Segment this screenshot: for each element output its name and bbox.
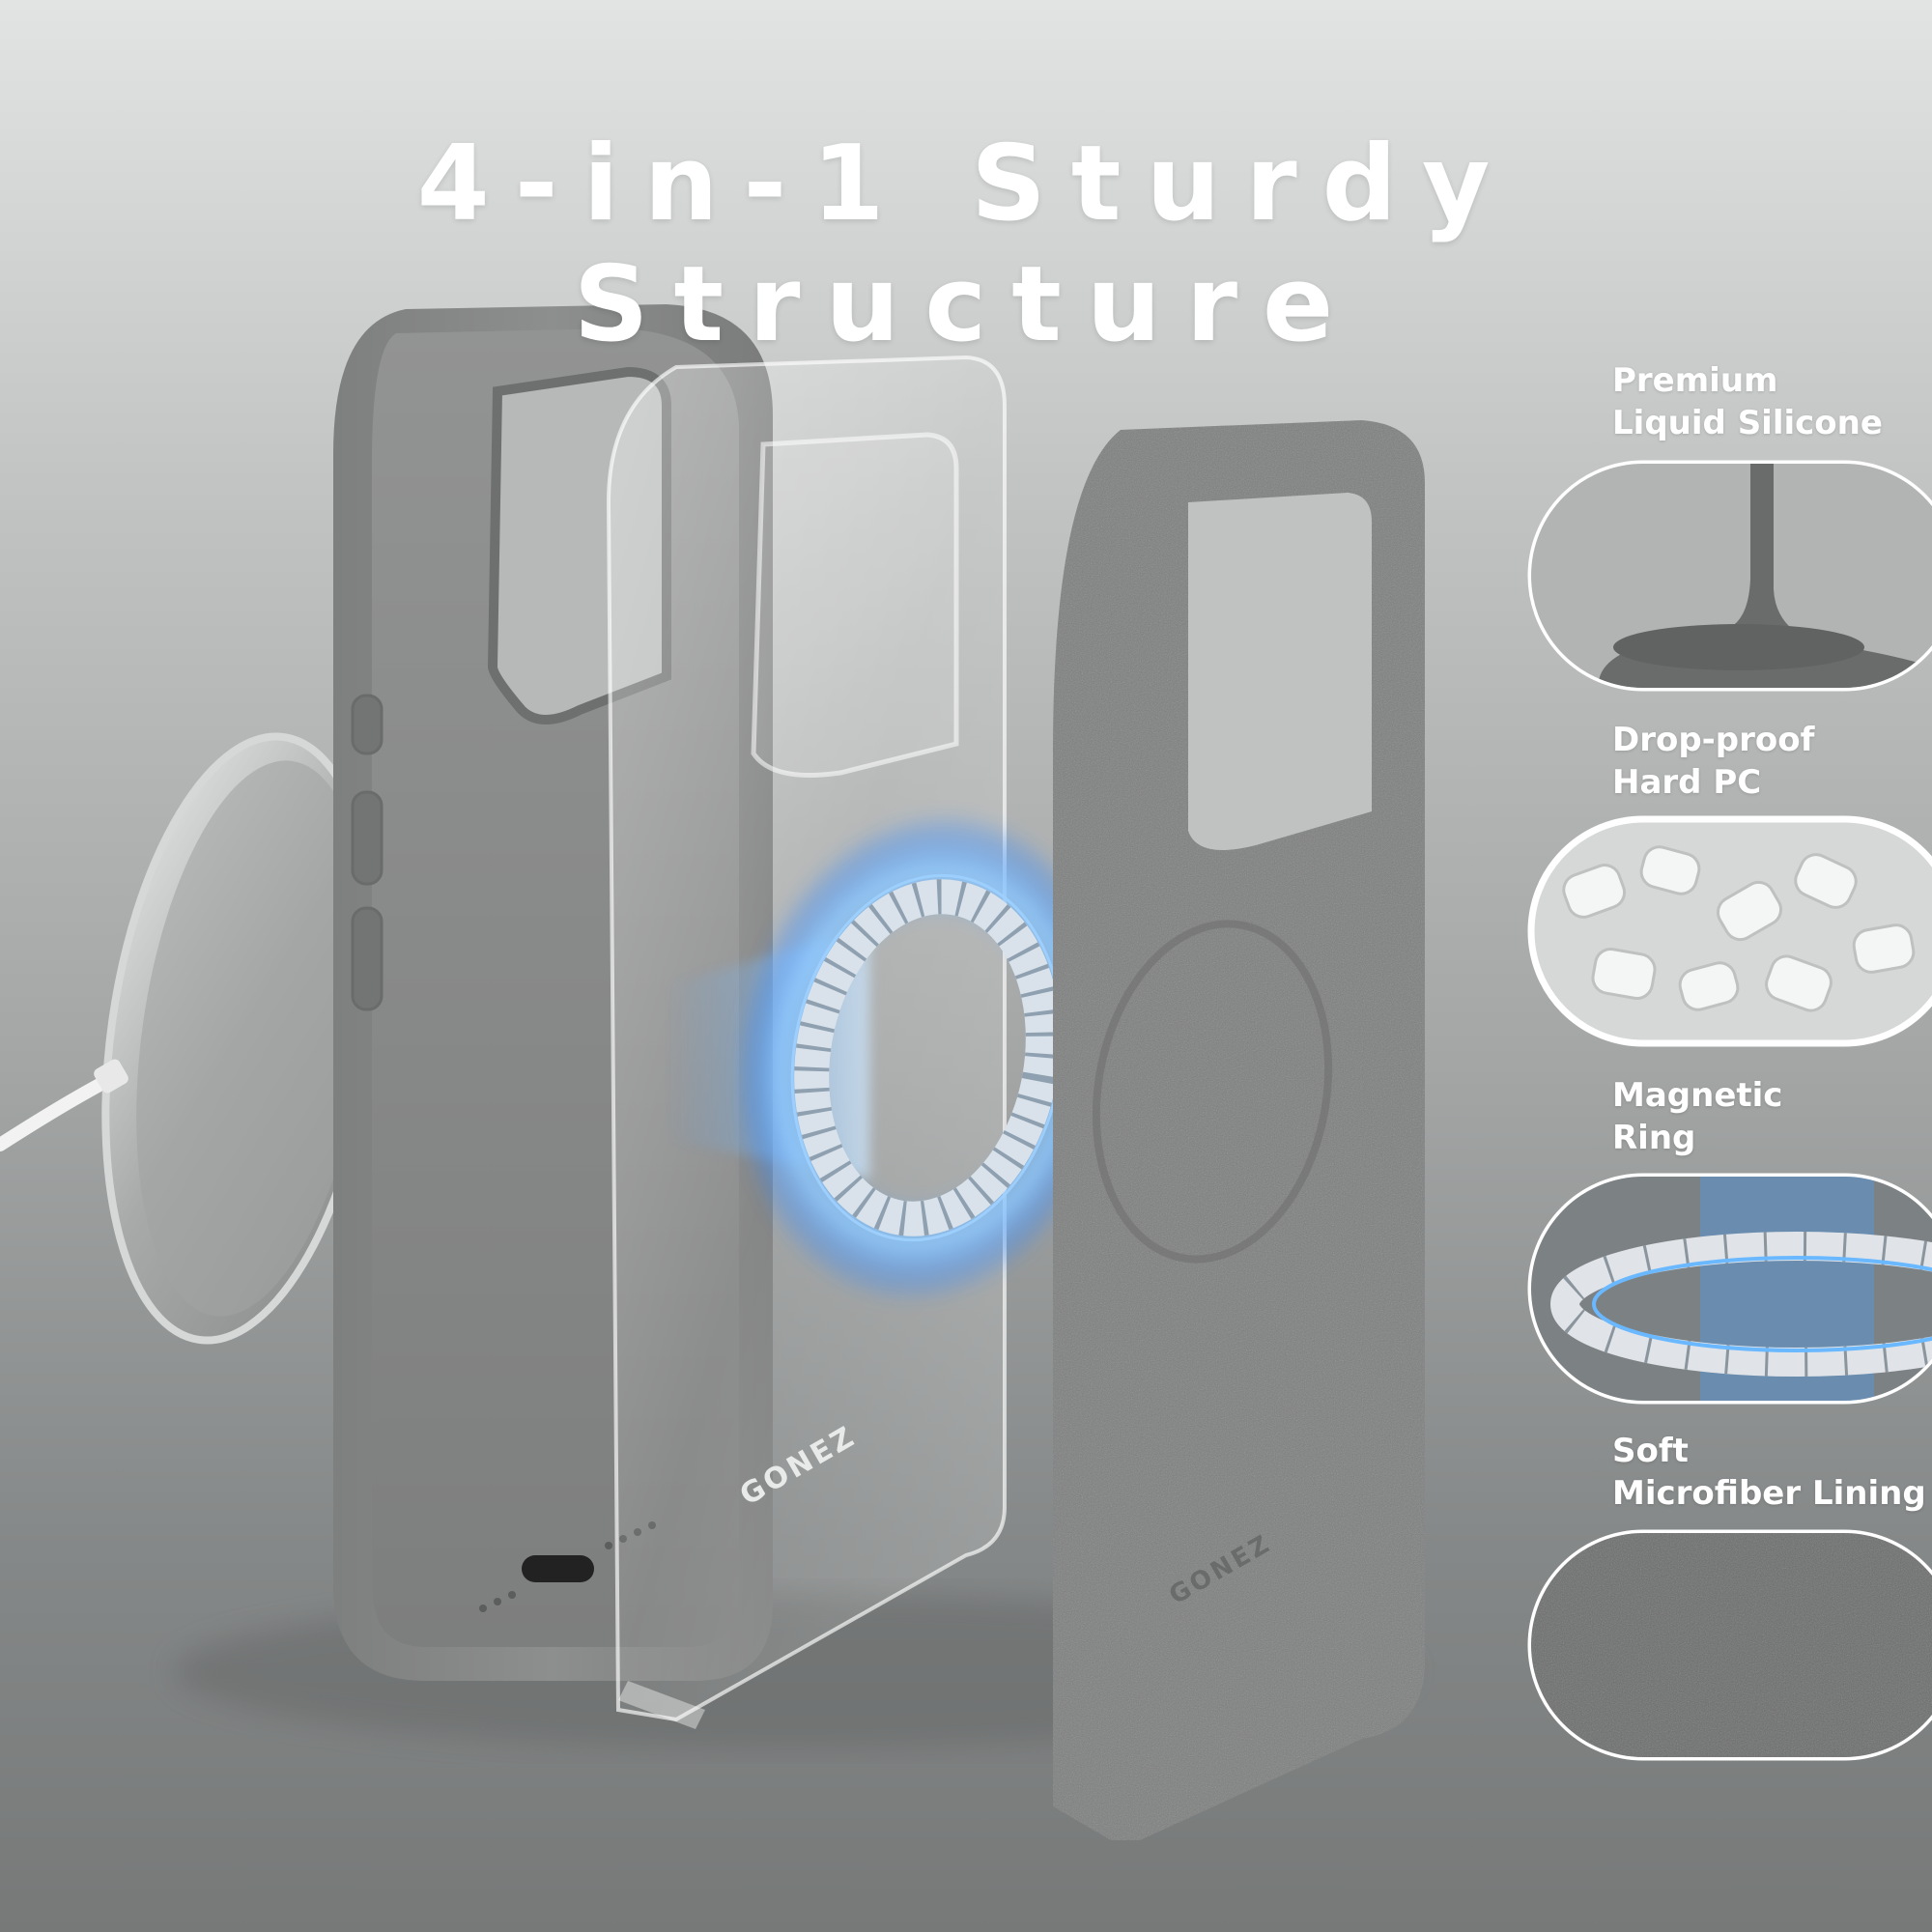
magsafe-charger: [0, 732, 382, 1345]
feature-label-pc: Drop-proof Hard PC: [1612, 721, 1815, 802]
feature-label-silicone: Premium Liquid Silicone: [1612, 361, 1883, 442]
feature-image-microfiber: [1527, 1529, 1932, 1761]
magnetic-ring-glow: [667, 808, 1123, 1308]
feature-label-magnetic: Magnetic Ring: [1612, 1076, 1783, 1157]
feature-image-pc-pellets: [1527, 815, 1932, 1047]
headline: 4-in-1 Sturdy Structure: [416, 124, 1516, 365]
microfiber-lining: [1053, 420, 1425, 1840]
feature-image-magnetic-ring: [1527, 1173, 1932, 1405]
feature-label-microfiber: Soft Microfiber Lining: [1612, 1432, 1926, 1513]
feature-image-liquid-silicone: [1527, 460, 1932, 692]
